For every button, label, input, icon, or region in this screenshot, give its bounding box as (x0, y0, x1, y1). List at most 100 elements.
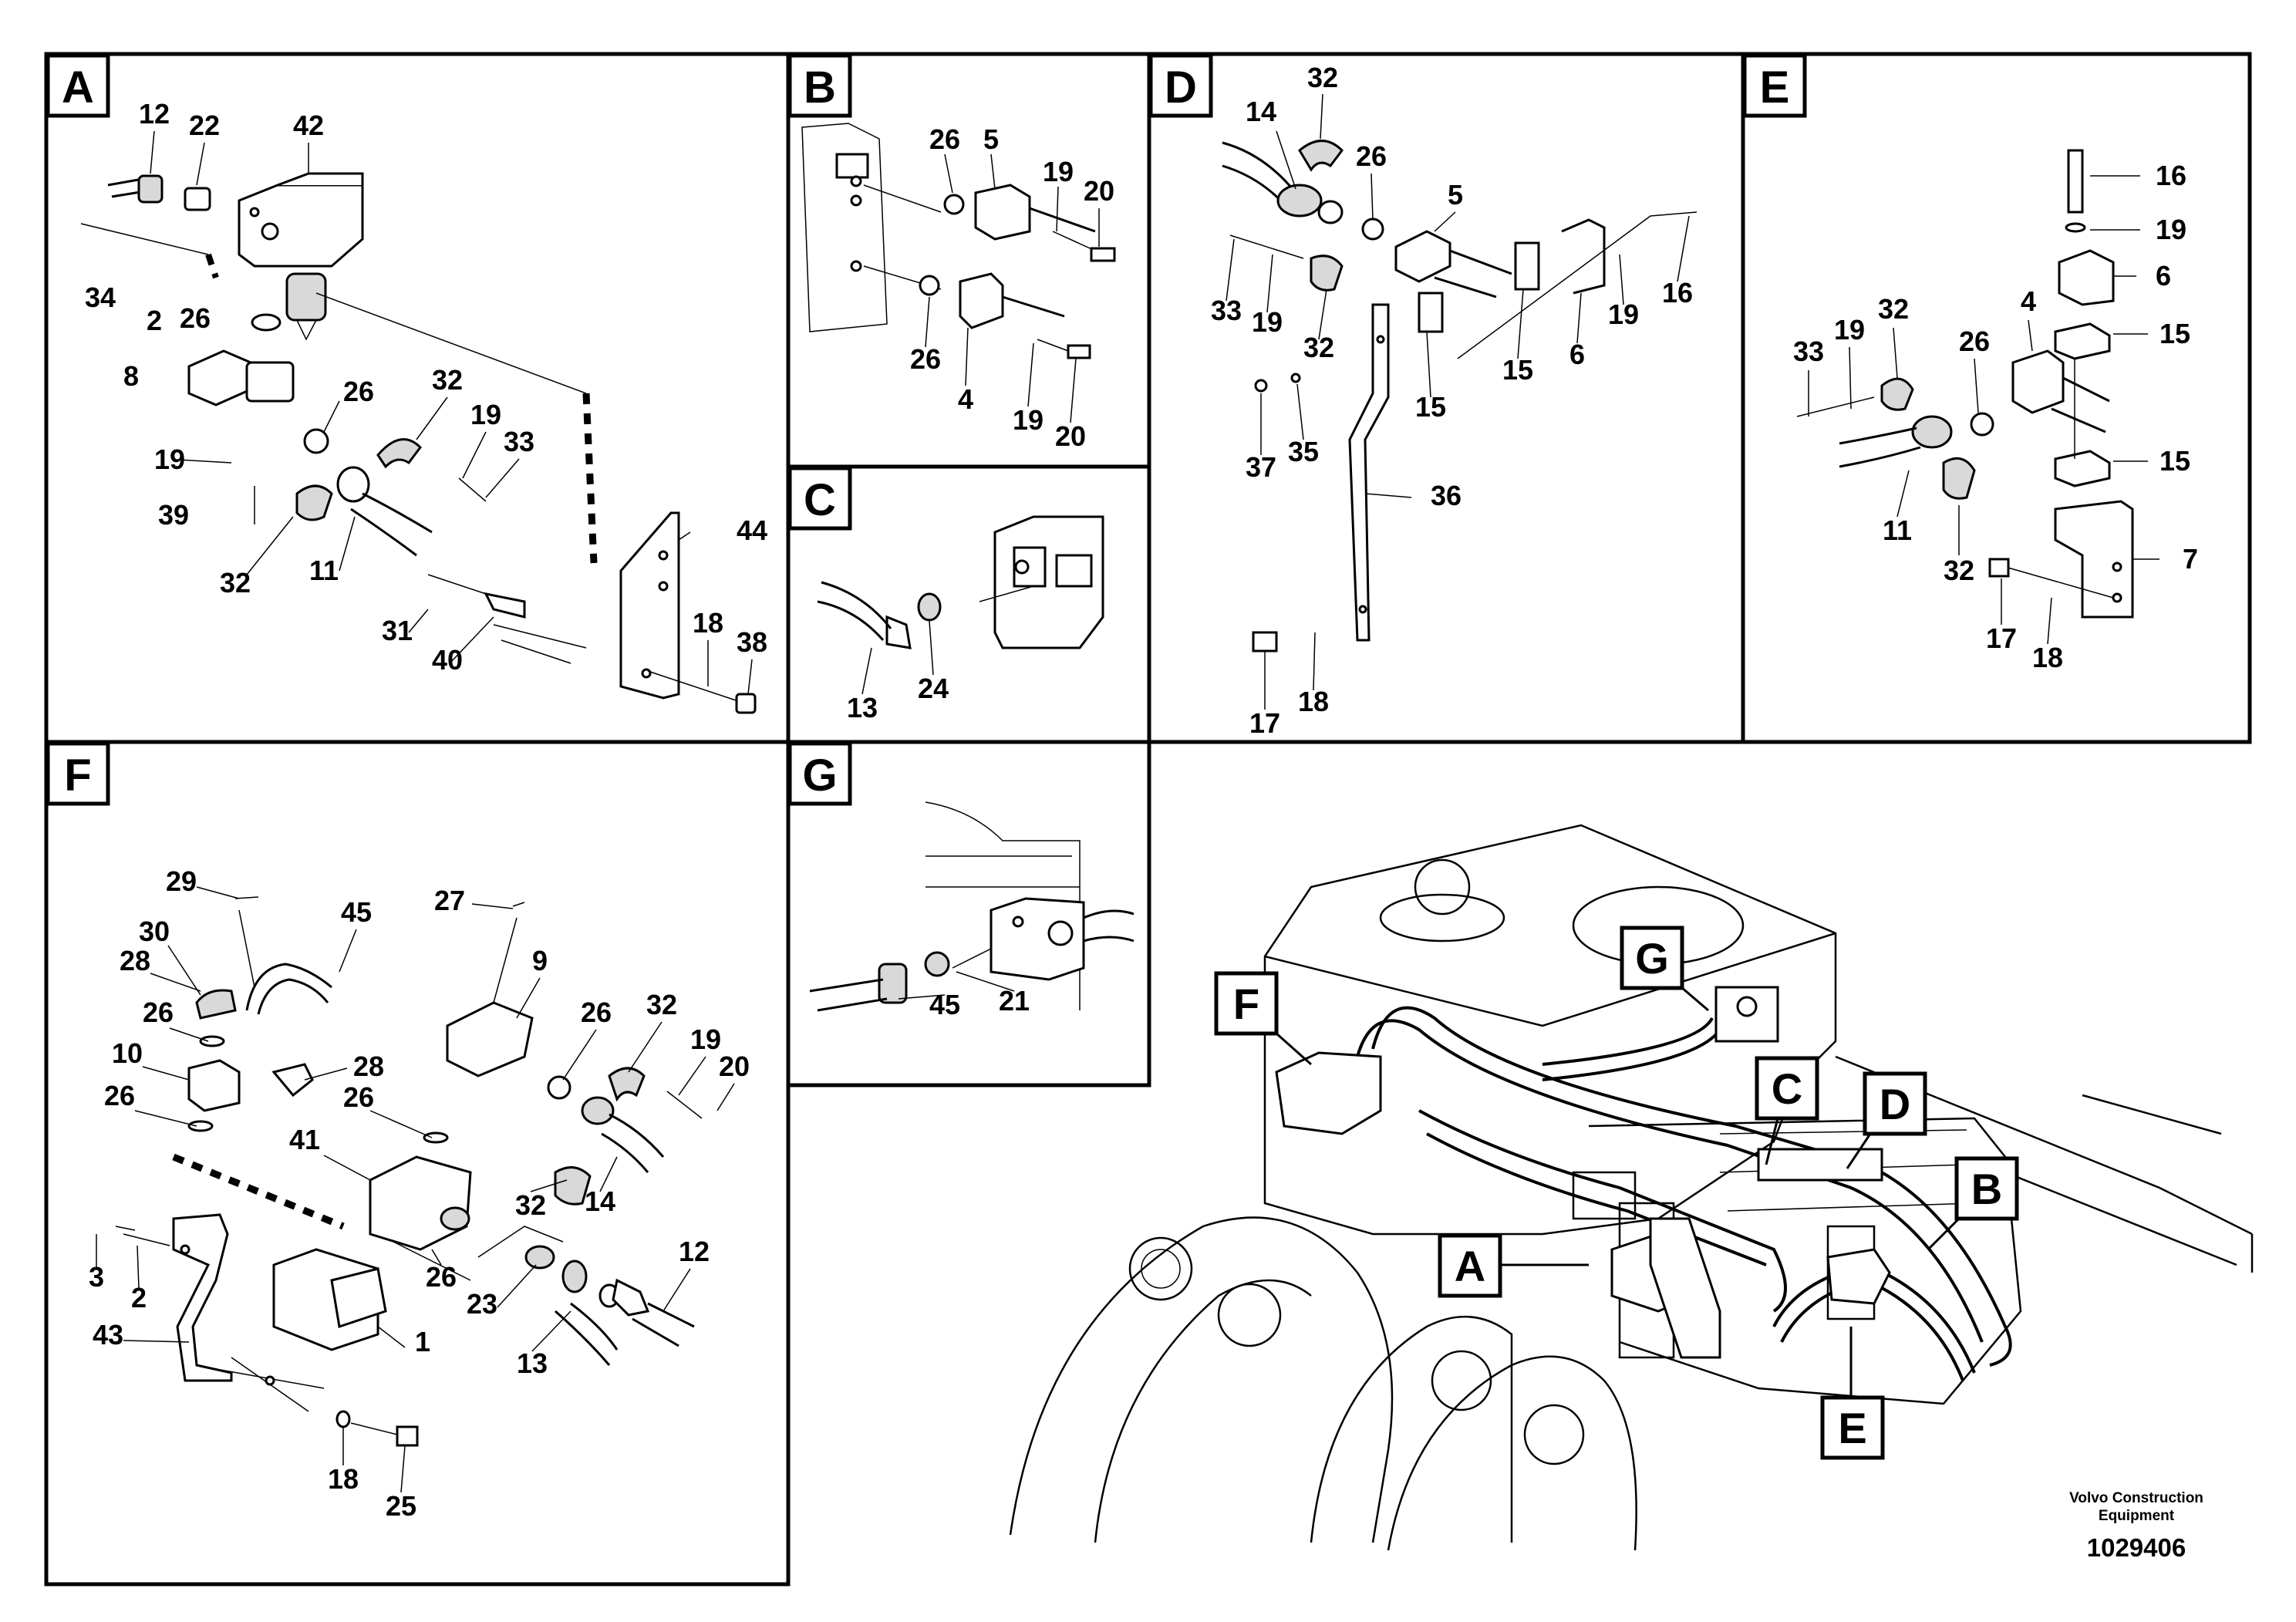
callout-f-28: 28 (120, 945, 150, 976)
callout-a-18: 18 (693, 607, 723, 639)
callout-f-9: 9 (532, 945, 548, 976)
svg-text:G: G (802, 750, 837, 801)
callout-e-4: 4 (2021, 285, 2036, 317)
callout-f-2: 2 (131, 1282, 147, 1313)
svg-text:G: G (1635, 934, 1669, 983)
callout-f-29: 29 (166, 865, 197, 897)
callout-d-6: 6 (1569, 339, 1585, 370)
panel-label-a: A (46, 53, 110, 118)
callout-a-38: 38 (737, 626, 767, 658)
callout-a-33: 33 (504, 426, 534, 457)
callout-f-26c: 26 (104, 1080, 135, 1111)
callout-a-31: 31 (382, 615, 413, 646)
callout-f-19: 19 (690, 1023, 721, 1055)
panel-label-g: G (787, 741, 852, 806)
callout-b-4: 4 (958, 383, 973, 415)
callout-f-23: 23 (467, 1288, 497, 1320)
svg-text:D: D (1880, 1080, 1910, 1128)
panel-e-drawing: 16 19 6 33 19 32 4 26 15 15 11 32 7 17 1… (1793, 149, 2198, 673)
panel-a-drawing: 12 22 42 34 2 26 8 26 32 19 33 19 39 32 … (80, 98, 767, 714)
panel-b-drawing: 26 5 19 20 26 4 19 20 (801, 123, 1116, 452)
document-number: 1029406 (2087, 1533, 2186, 1562)
overview-callout-g: G (1620, 926, 1709, 1012)
callout-a-8: 8 (123, 360, 139, 392)
panel-label-f: F (46, 741, 110, 806)
svg-text:E: E (1838, 1404, 1866, 1452)
callout-e-15b: 15 (2159, 445, 2190, 477)
callout-a-26b: 26 (343, 376, 374, 407)
overview-callout-d: D (1846, 1071, 1927, 1169)
overview-machine-drawing (1009, 824, 2254, 1551)
callout-d-15: 15 (1502, 354, 1533, 386)
callout-f-10: 10 (112, 1037, 143, 1069)
overview-callout-c: C (1755, 1056, 1819, 1165)
callout-d-16: 16 (1662, 277, 1693, 309)
svg-text:A: A (1455, 1242, 1485, 1290)
overview-callout-e: E (1820, 1327, 1885, 1460)
panel-g-drawing: 45 21 (809, 801, 1135, 1020)
callout-b-26b: 26 (910, 343, 941, 375)
callout-b-20: 20 (1084, 175, 1114, 207)
callout-d-32: 32 (1307, 62, 1338, 93)
callout-d-17: 17 (1249, 707, 1280, 739)
callout-e-32b: 32 (1944, 555, 1974, 586)
callout-e-7: 7 (2183, 543, 2198, 575)
callout-e-33: 33 (1793, 336, 1824, 367)
callout-a-12: 12 (139, 98, 170, 130)
callout-f-30: 30 (139, 916, 170, 947)
svg-text:C: C (804, 475, 836, 525)
callout-a-22: 22 (189, 110, 220, 141)
callout-e-11: 11 (1883, 514, 1912, 546)
callout-b-26: 26 (929, 123, 960, 155)
callout-f-32b: 32 (515, 1189, 546, 1221)
callout-d-18: 18 (1298, 686, 1329, 717)
callout-e-16: 16 (2156, 160, 2186, 191)
callout-f-1: 1 (415, 1326, 430, 1357)
callout-f-20: 20 (719, 1050, 750, 1082)
callout-f-32: 32 (646, 989, 677, 1020)
callout-g-45: 45 (929, 989, 960, 1020)
panel-frames (44, 52, 2252, 1587)
callout-f-25: 25 (386, 1490, 416, 1522)
svg-text:F: F (64, 750, 91, 801)
callout-d-14: 14 (1246, 96, 1276, 127)
callout-f-3: 3 (89, 1261, 104, 1293)
brand-subtitle: Equipment (2099, 1508, 2175, 1524)
callout-f-26: 26 (143, 996, 174, 1028)
overview-callout-a: A (1438, 1233, 1589, 1298)
panel-label-b: B (787, 53, 852, 118)
callout-f-28b: 28 (353, 1050, 384, 1082)
callout-f-14: 14 (585, 1185, 615, 1217)
callout-a-44: 44 (737, 514, 767, 546)
callout-a-32: 32 (432, 364, 463, 396)
callout-a-42: 42 (293, 110, 324, 141)
callout-f-43: 43 (93, 1319, 123, 1351)
callout-a-11: 11 (309, 555, 339, 586)
callout-f-12: 12 (679, 1236, 710, 1267)
svg-text:E: E (1760, 62, 1790, 113)
callout-e-17: 17 (1986, 622, 2017, 654)
brand-name: Volvo Construction (2069, 1490, 2203, 1506)
callout-b-19b: 19 (1013, 404, 1043, 436)
overview-callout-f: F (1214, 971, 1312, 1066)
callout-a-39: 39 (158, 499, 189, 531)
panel-label-d: D (1148, 53, 1213, 118)
svg-text:B: B (1971, 1165, 2002, 1213)
callout-d-36: 36 (1431, 480, 1462, 511)
callout-f-45: 45 (341, 896, 372, 928)
callout-b-20b: 20 (1055, 420, 1086, 452)
callout-d-5: 5 (1448, 179, 1463, 211)
callout-d-35: 35 (1288, 436, 1319, 467)
panel-label-e: E (1742, 53, 1807, 118)
callout-a-19: 19 (470, 399, 501, 430)
svg-text:A: A (62, 62, 94, 113)
callout-f-26b: 26 (581, 996, 612, 1028)
callout-d-26: 26 (1356, 140, 1387, 172)
overview-callout-b: B (1927, 1156, 2019, 1251)
callout-f-26d: 26 (343, 1081, 374, 1113)
callout-f-18: 18 (328, 1463, 359, 1495)
callout-e-32: 32 (1878, 293, 1909, 325)
callout-e-18: 18 (2032, 642, 2063, 673)
callout-a-26: 26 (180, 302, 211, 334)
